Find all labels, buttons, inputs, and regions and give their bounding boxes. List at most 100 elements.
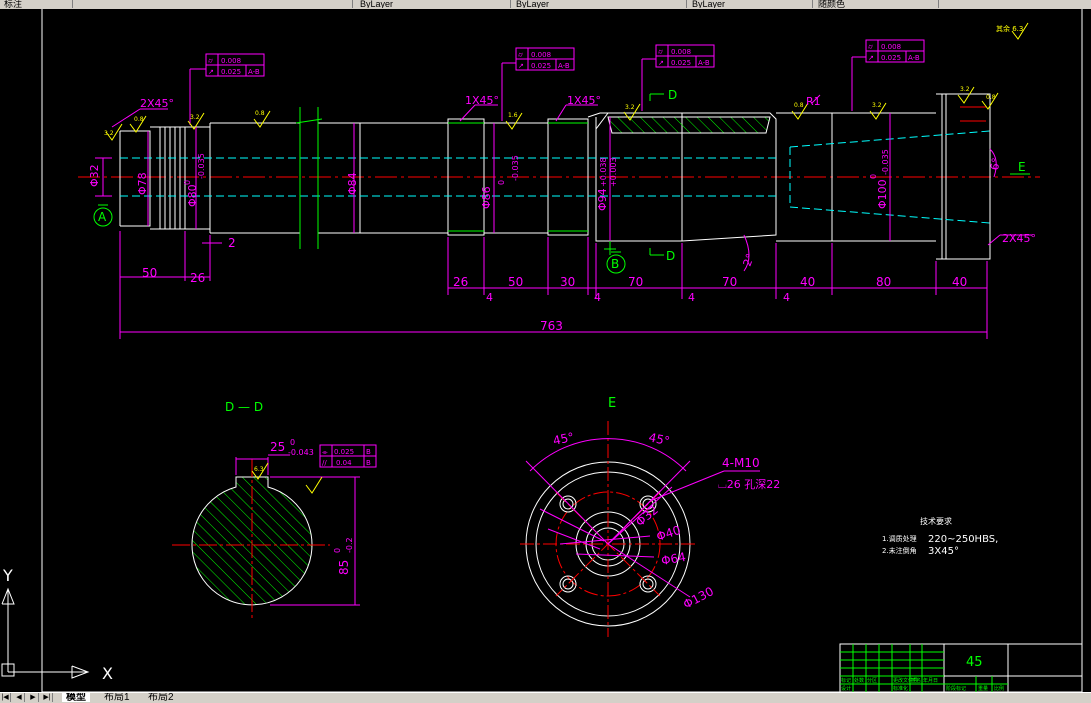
length-dim: 26 xyxy=(190,271,205,285)
view-e-title: E xyxy=(608,396,616,411)
linetype-control-dropdown[interactable]: ByLayer xyxy=(512,0,687,8)
title-cell: 标记 xyxy=(841,677,851,684)
keyway-depth-tol-upper: 0 xyxy=(333,548,342,553)
ucs-y-label: Y xyxy=(2,566,13,585)
tolerance-frame-boxes xyxy=(205,39,925,77)
prev-tab-icon[interactable]: ◀ xyxy=(14,693,25,702)
tolerance-datum-ref: A-B xyxy=(558,62,570,70)
diameter-dim: Φ78 xyxy=(136,172,149,195)
tolerance-value: 0.008 xyxy=(881,43,901,51)
roughness-value: 3.2 xyxy=(960,86,970,93)
length-dim: 30 xyxy=(560,275,575,289)
tolerance-symbol: ↗ xyxy=(518,62,524,70)
length-dim: 26 xyxy=(453,275,468,289)
tolerance-dim: -0.035 xyxy=(881,149,890,175)
keyway-width-tol-upper: 0 xyxy=(290,438,295,447)
layer-tools-icon[interactable] xyxy=(296,0,353,8)
ucs-icon xyxy=(1,587,90,679)
tolerance-dim: +0.003 xyxy=(609,157,618,187)
tolerance-symbol: ↗ xyxy=(658,59,664,67)
tolerance-datum-ref: A-B xyxy=(908,54,920,62)
roughness-value: 0.8 xyxy=(134,116,144,123)
roughness-values: 3.2 0.8 3.2 0.8 1.6 3.2 0.8 3.2 3.2 0.8 … xyxy=(104,24,1023,137)
color-control-dropdown[interactable]: ByLayer xyxy=(356,0,511,8)
tolerance-value: 0.025 xyxy=(221,68,241,76)
keyway-width-tol-lower: -0.043 xyxy=(288,448,314,457)
chamfer-label: 1X45° xyxy=(567,94,601,107)
tolerance-symbol: ⌭ xyxy=(208,57,213,65)
tolerance-dim: -0.035 xyxy=(197,153,206,179)
tolerance-dim: 0 xyxy=(869,174,878,179)
length-dim: 70 xyxy=(628,275,643,289)
plotstyle-control-dropdown[interactable]: 随颜色 xyxy=(814,0,939,8)
tab-layout2[interactable]: 布局2 xyxy=(148,692,174,703)
dimension-texts: 2X45° 1X45° 1X45° 2X45° R1 50 26 2 26 50… xyxy=(88,94,1036,333)
drawing-canvas[interactable]: 2X45° 1X45° 1X45° 2X45° R1 50 26 2 26 50… xyxy=(0,9,1091,692)
keyway-section-hatch xyxy=(607,116,771,134)
total-length-dim: 763 xyxy=(540,319,563,333)
title-cell: 标准化 xyxy=(893,685,908,692)
title-cell: 比例 xyxy=(994,685,1004,692)
tolerance-value: 0.025 xyxy=(671,59,691,67)
datum-labels: A B D D E xyxy=(98,88,1026,271)
lineweight-control-dropdown[interactable]: ByLayer xyxy=(688,0,813,8)
taper-angle: 2° xyxy=(741,252,757,268)
last-tab-icon[interactable]: ▶| xyxy=(42,693,53,702)
diameter-dim: Φ100 xyxy=(876,179,889,209)
length-dim: 4 xyxy=(594,291,601,304)
tolerance-value: 0.04 xyxy=(336,459,352,467)
roughness-value: 1.6 xyxy=(508,112,518,119)
tolerance-value: 0.008 xyxy=(671,48,691,56)
chamfer-label: 2X45° xyxy=(140,97,174,110)
roughness-value: 3.2 xyxy=(104,130,114,137)
section-d-title: D — D xyxy=(225,400,263,414)
keyway-depth-tol-lower: -0.2 xyxy=(345,537,354,553)
diameter-dim: Φ84 xyxy=(346,172,359,195)
angle-dim: 45° xyxy=(552,430,576,448)
title-cell: 设计 xyxy=(841,685,851,692)
threaded-hole xyxy=(960,106,986,122)
tolerance-symbol: ⌭ xyxy=(518,51,523,59)
tolerance-symbol: // xyxy=(322,459,327,467)
length-dim: 70 xyxy=(722,275,737,289)
next-tab-icon[interactable]: ▶ xyxy=(28,693,39,702)
tolerance-symbol: ⌯ xyxy=(322,448,328,456)
shaft-outline xyxy=(119,93,991,260)
roughness-value: 3.2 xyxy=(625,104,635,111)
tolerance-symbol: ⌭ xyxy=(658,48,663,56)
chamfer-label: 2X45° xyxy=(1002,232,1036,245)
diameter-dim: Φ32 xyxy=(88,164,101,187)
toolbar-dropdown-label: 随颜色 xyxy=(818,0,846,8)
title-cell: 更改文件号 xyxy=(893,677,918,684)
tolerance-value: 0.008 xyxy=(531,51,551,59)
first-tab-icon[interactable]: |◀ xyxy=(0,693,11,702)
tab-layout1[interactable]: 布局1 xyxy=(104,692,130,703)
keyway-depth-dim: 85 xyxy=(337,560,351,575)
toolbar-dropdown-label: ByLayer xyxy=(516,0,550,8)
tolerance-dim: 0 xyxy=(183,180,192,185)
length-dim: 4 xyxy=(783,291,790,304)
tab-model[interactable]: 模型 xyxy=(62,693,90,703)
toolbar-dropdown-label: 标注 xyxy=(4,0,23,8)
length-dim: 40 xyxy=(952,275,967,289)
section-d-label-bottom: D xyxy=(666,249,675,263)
length-dim: 2 xyxy=(228,236,236,250)
material-label: 45 xyxy=(966,655,983,670)
view-e-arrow-label: E xyxy=(1018,160,1026,174)
datum-b-label: B xyxy=(611,257,619,271)
roughness-symbols xyxy=(105,22,1029,141)
length-dim: 4 xyxy=(486,291,493,304)
title-cell: 处数 xyxy=(854,677,864,684)
roughness-value: 0.8 xyxy=(794,102,804,109)
toolbar-dropdown-label: ByLayer xyxy=(360,0,394,8)
angle-dim: 45° xyxy=(647,430,671,448)
roughness-value: 3.2 xyxy=(190,114,200,121)
length-dim: 4 xyxy=(688,291,695,304)
toolbar-dropdown-dimstyle[interactable]: 标注 xyxy=(0,0,73,8)
diameter-dim: Φ130 xyxy=(681,584,716,612)
tolerance-value: 0.008 xyxy=(221,57,241,65)
tolerance-frame-texts: ⌭ 0.008 ↗ 0.025 A-B ⌭ 0.008 ↗ 0.025 A-B … xyxy=(208,43,920,76)
roughness-value: 3.2 xyxy=(872,102,882,109)
title-cell: 年月日 xyxy=(923,677,938,684)
tolerance-value: 0.025 xyxy=(334,448,354,456)
